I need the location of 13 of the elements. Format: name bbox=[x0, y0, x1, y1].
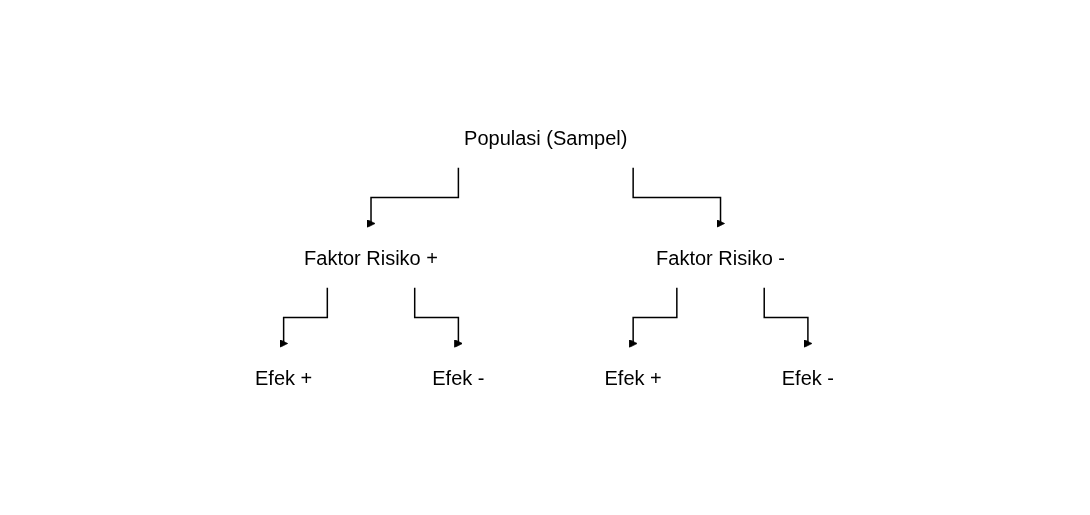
node-text: Efek - bbox=[782, 366, 835, 389]
node-text: Populasi (Sampel) bbox=[464, 126, 628, 149]
node-text: Faktor Risiko + bbox=[304, 246, 439, 269]
arrow bbox=[279, 286, 329, 348]
node-text: Efek + bbox=[255, 366, 313, 389]
node-text: Efek - bbox=[432, 366, 485, 389]
arrow bbox=[763, 286, 813, 348]
arrow bbox=[632, 166, 726, 228]
arrow bbox=[629, 286, 679, 348]
arrow bbox=[414, 286, 464, 348]
node-text: Faktor Risiko - bbox=[656, 246, 786, 269]
arrow bbox=[367, 166, 460, 228]
node-text: Efek + bbox=[605, 366, 663, 389]
